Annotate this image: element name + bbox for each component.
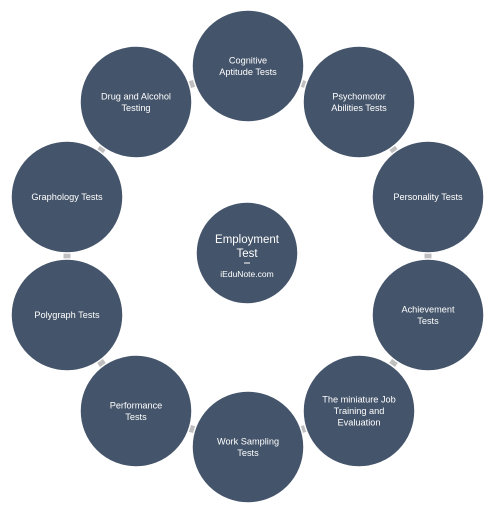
node-label-miniature-job-training-evaluation-line-3: Evaluation [338, 418, 381, 428]
node-label-work-sampling-tests-line-2: Tests [237, 448, 259, 458]
node-graphology-tests: Graphology Tests [10, 140, 124, 254]
node-label-graphology-tests-line-1: Graphology Tests [31, 192, 103, 202]
center-watermark: iEduNote.com [220, 269, 273, 279]
center-title-line-1: Employment [215, 234, 280, 246]
node-circle-personality-tests [371, 140, 485, 254]
node-polygraph-tests: Polygraph Tests [10, 258, 124, 372]
node-label-drug-and-alcohol-testing-line-2: Testing [121, 103, 150, 113]
node-personality-tests: Personality Tests [371, 140, 485, 254]
node-label-miniature-job-training-evaluation-line-1: The miniature Job [322, 395, 396, 405]
node-label-cognitive-aptitude-tests-line-1: Cognitive [229, 55, 267, 65]
node-circle-graphology-tests [10, 140, 124, 254]
node-label-performance-tests-line-2: Tests [125, 412, 147, 422]
center-node: Employment Test iEduNote.com [195, 201, 299, 305]
center-title-line-2: Test [236, 248, 258, 260]
node-label-cognitive-aptitude-tests-line-2: Aptitude Tests [219, 67, 277, 77]
node-label-psychomotor-abilities-tests-line-1: Psychomotor [332, 91, 386, 101]
node-circle-drug-and-alcohol-testing [79, 45, 193, 159]
node-label-polygraph-tests-line-1: Polygraph Tests [34, 310, 100, 320]
node-label-personality-tests-line-1: Personality Tests [393, 192, 463, 202]
node-label-achievement-tests-line-2: Tests [417, 316, 439, 326]
node-label-work-sampling-tests-line-1: Work Sampling [217, 436, 279, 446]
node-label-drug-and-alcohol-testing-line-1: Drug and Alcohol [101, 91, 171, 101]
node-label-achievement-tests-line-1: Achievement [401, 304, 455, 314]
node-circle-achievement-tests [371, 258, 485, 372]
node-label-miniature-job-training-evaluation-line-2: Training and [334, 406, 385, 416]
node-circle-cognitive-aptitude-tests [191, 9, 305, 123]
node-label-performance-tests-line-1: Performance [110, 400, 163, 410]
center-circle [195, 201, 299, 305]
node-label-psychomotor-abilities-tests-line-2: Abilities Tests [331, 103, 387, 113]
node-circle-miniature-job-training-evaluation [302, 354, 416, 468]
node-circle-performance-tests [79, 354, 193, 468]
node-circle-psychomotor-abilities-tests [302, 45, 416, 159]
node-circle-polygraph-tests [10, 258, 124, 372]
node-circle-work-sampling-tests [191, 390, 305, 504]
